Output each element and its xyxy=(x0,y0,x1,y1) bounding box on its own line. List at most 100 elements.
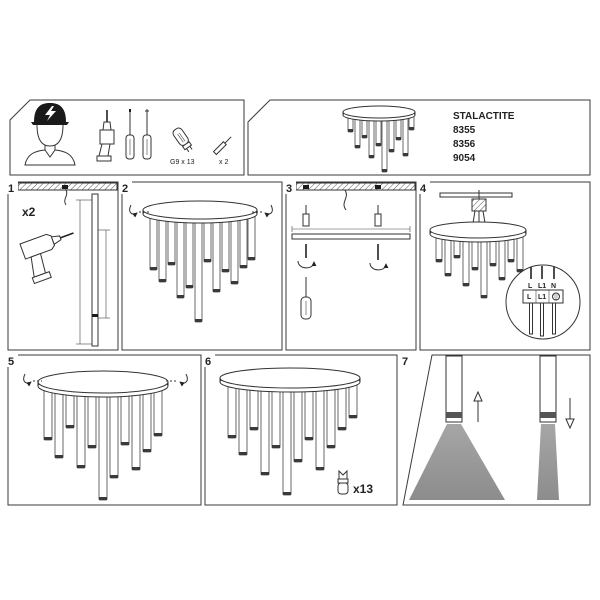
lamp-tube-lens xyxy=(403,153,408,156)
ceiling-hole xyxy=(375,185,381,189)
lamp-tube-lens xyxy=(159,279,166,282)
power-cable xyxy=(64,189,68,206)
screwdriver-tip xyxy=(129,109,131,112)
lamp-tube-lens xyxy=(195,319,202,322)
step-4-panel: L L1 N L L1 4 xyxy=(418,180,591,351)
lamp-tube-lens xyxy=(132,467,140,470)
step-panel-frame xyxy=(285,181,417,351)
step-3-panel: 3 xyxy=(284,180,417,351)
step-number: 7 xyxy=(402,356,408,368)
lamp-tube-lens xyxy=(239,452,247,455)
lamp-wire xyxy=(552,302,556,335)
lamp-tube-lens xyxy=(77,465,85,468)
lamp-tube-lens xyxy=(316,467,324,470)
lamp-wire xyxy=(540,302,544,337)
lamp-tube xyxy=(98,381,108,501)
wall-plug-screw xyxy=(224,136,232,144)
step-number: 1 xyxy=(8,183,14,195)
product-thumbnail-canopy xyxy=(342,105,416,122)
terminal-label: N xyxy=(551,283,556,290)
lamp-tube-lens xyxy=(99,497,107,500)
ceiling-hole xyxy=(303,185,309,189)
lamp-tube-lens xyxy=(66,425,74,428)
ceiling-hole xyxy=(62,185,68,189)
lamp-tube-lens xyxy=(472,267,478,270)
step-number: 2 xyxy=(122,183,128,195)
drill-battery xyxy=(31,271,52,285)
lamp-tube-lens xyxy=(88,445,96,448)
wall-plug xyxy=(374,213,382,227)
lamp-tube xyxy=(194,211,203,323)
tube-adjust-ring xyxy=(540,412,556,418)
product-header-frame xyxy=(247,99,591,176)
arrow-down-icon xyxy=(565,418,575,430)
step-panel-frame xyxy=(402,354,591,506)
step-5-panel: 5 xyxy=(6,353,202,506)
product-header-panel: STALACTITE 8355 8356 9054 xyxy=(247,99,591,176)
bulb-base xyxy=(181,141,193,151)
lamp-tube-lens xyxy=(248,257,255,260)
drill-icon xyxy=(19,232,74,285)
step-number-background xyxy=(6,180,18,194)
lamp-tube-lens xyxy=(517,269,523,272)
step-number-background xyxy=(120,180,132,194)
lamp-tube-lens xyxy=(463,283,469,286)
step-number: 3 xyxy=(286,183,292,195)
lamp-tube-wide xyxy=(445,355,463,423)
drill-hole-count-label: x2 xyxy=(22,205,36,219)
bulb-base xyxy=(337,478,349,484)
lightning-bolt-icon xyxy=(45,106,56,121)
lamp-tube xyxy=(230,211,239,285)
step-panel-frame xyxy=(419,181,591,351)
lamp-tube-lens xyxy=(143,449,151,452)
lamp-tube-lens xyxy=(110,475,118,478)
rod-marker xyxy=(92,314,98,317)
lamp-tubes xyxy=(227,377,358,496)
screwdriver-flat-icon xyxy=(125,109,135,160)
rotate-arrow-left-icon xyxy=(129,204,138,218)
step-panel-frame xyxy=(7,354,202,506)
earth-symbol-lines xyxy=(553,294,559,300)
step-7-panel: 7 xyxy=(402,354,591,506)
rotate-arrow-icon xyxy=(297,260,317,269)
lamp-tube-lens xyxy=(231,281,238,284)
lamp-tube-lens xyxy=(499,277,505,280)
lamp-tube-lens xyxy=(283,492,291,495)
step-number-background xyxy=(418,180,430,194)
step-2-panel: 2 xyxy=(120,180,283,351)
step-number-background xyxy=(6,353,18,367)
step-1-panel: x2 1 xyxy=(6,180,119,351)
lamp-tube-lens xyxy=(44,437,52,440)
drill-icon xyxy=(96,110,115,162)
earth-ground-icon xyxy=(552,292,560,301)
lamp-tube-lens xyxy=(55,455,63,458)
lamp-tube xyxy=(176,211,185,299)
canopy-top xyxy=(429,221,527,239)
lamp-tube-lens xyxy=(454,255,460,258)
bulb-count-label: x13 xyxy=(353,482,373,496)
lamp-tube-lens xyxy=(508,259,514,262)
terminal-label: L1 xyxy=(538,294,546,301)
lamp-canopy xyxy=(429,221,527,243)
lamp-tube-lens xyxy=(409,127,414,130)
lamp-tube xyxy=(315,377,325,471)
mounting-rod xyxy=(91,193,99,347)
lamp-wires xyxy=(472,210,486,224)
lamp-tube-lens xyxy=(445,273,451,276)
lamp-tube xyxy=(212,211,221,293)
canopy-top xyxy=(342,105,416,119)
terminal-label: L1 xyxy=(538,283,546,290)
helmet-brim xyxy=(31,122,69,125)
lamp-tube-lens xyxy=(305,437,313,440)
canopy-top xyxy=(142,200,258,220)
model-number: 9054 xyxy=(453,153,476,164)
lamp-tube-lens xyxy=(121,442,129,445)
screwdriver-tip xyxy=(145,109,149,113)
screwdriver-icon xyxy=(300,277,312,320)
lamp-tube-lens xyxy=(338,427,346,430)
lamp-tube-lens xyxy=(396,137,401,140)
lamp-tube-lens xyxy=(327,445,335,448)
lamp-tube-lens xyxy=(250,427,258,430)
step-number-background xyxy=(203,353,215,367)
